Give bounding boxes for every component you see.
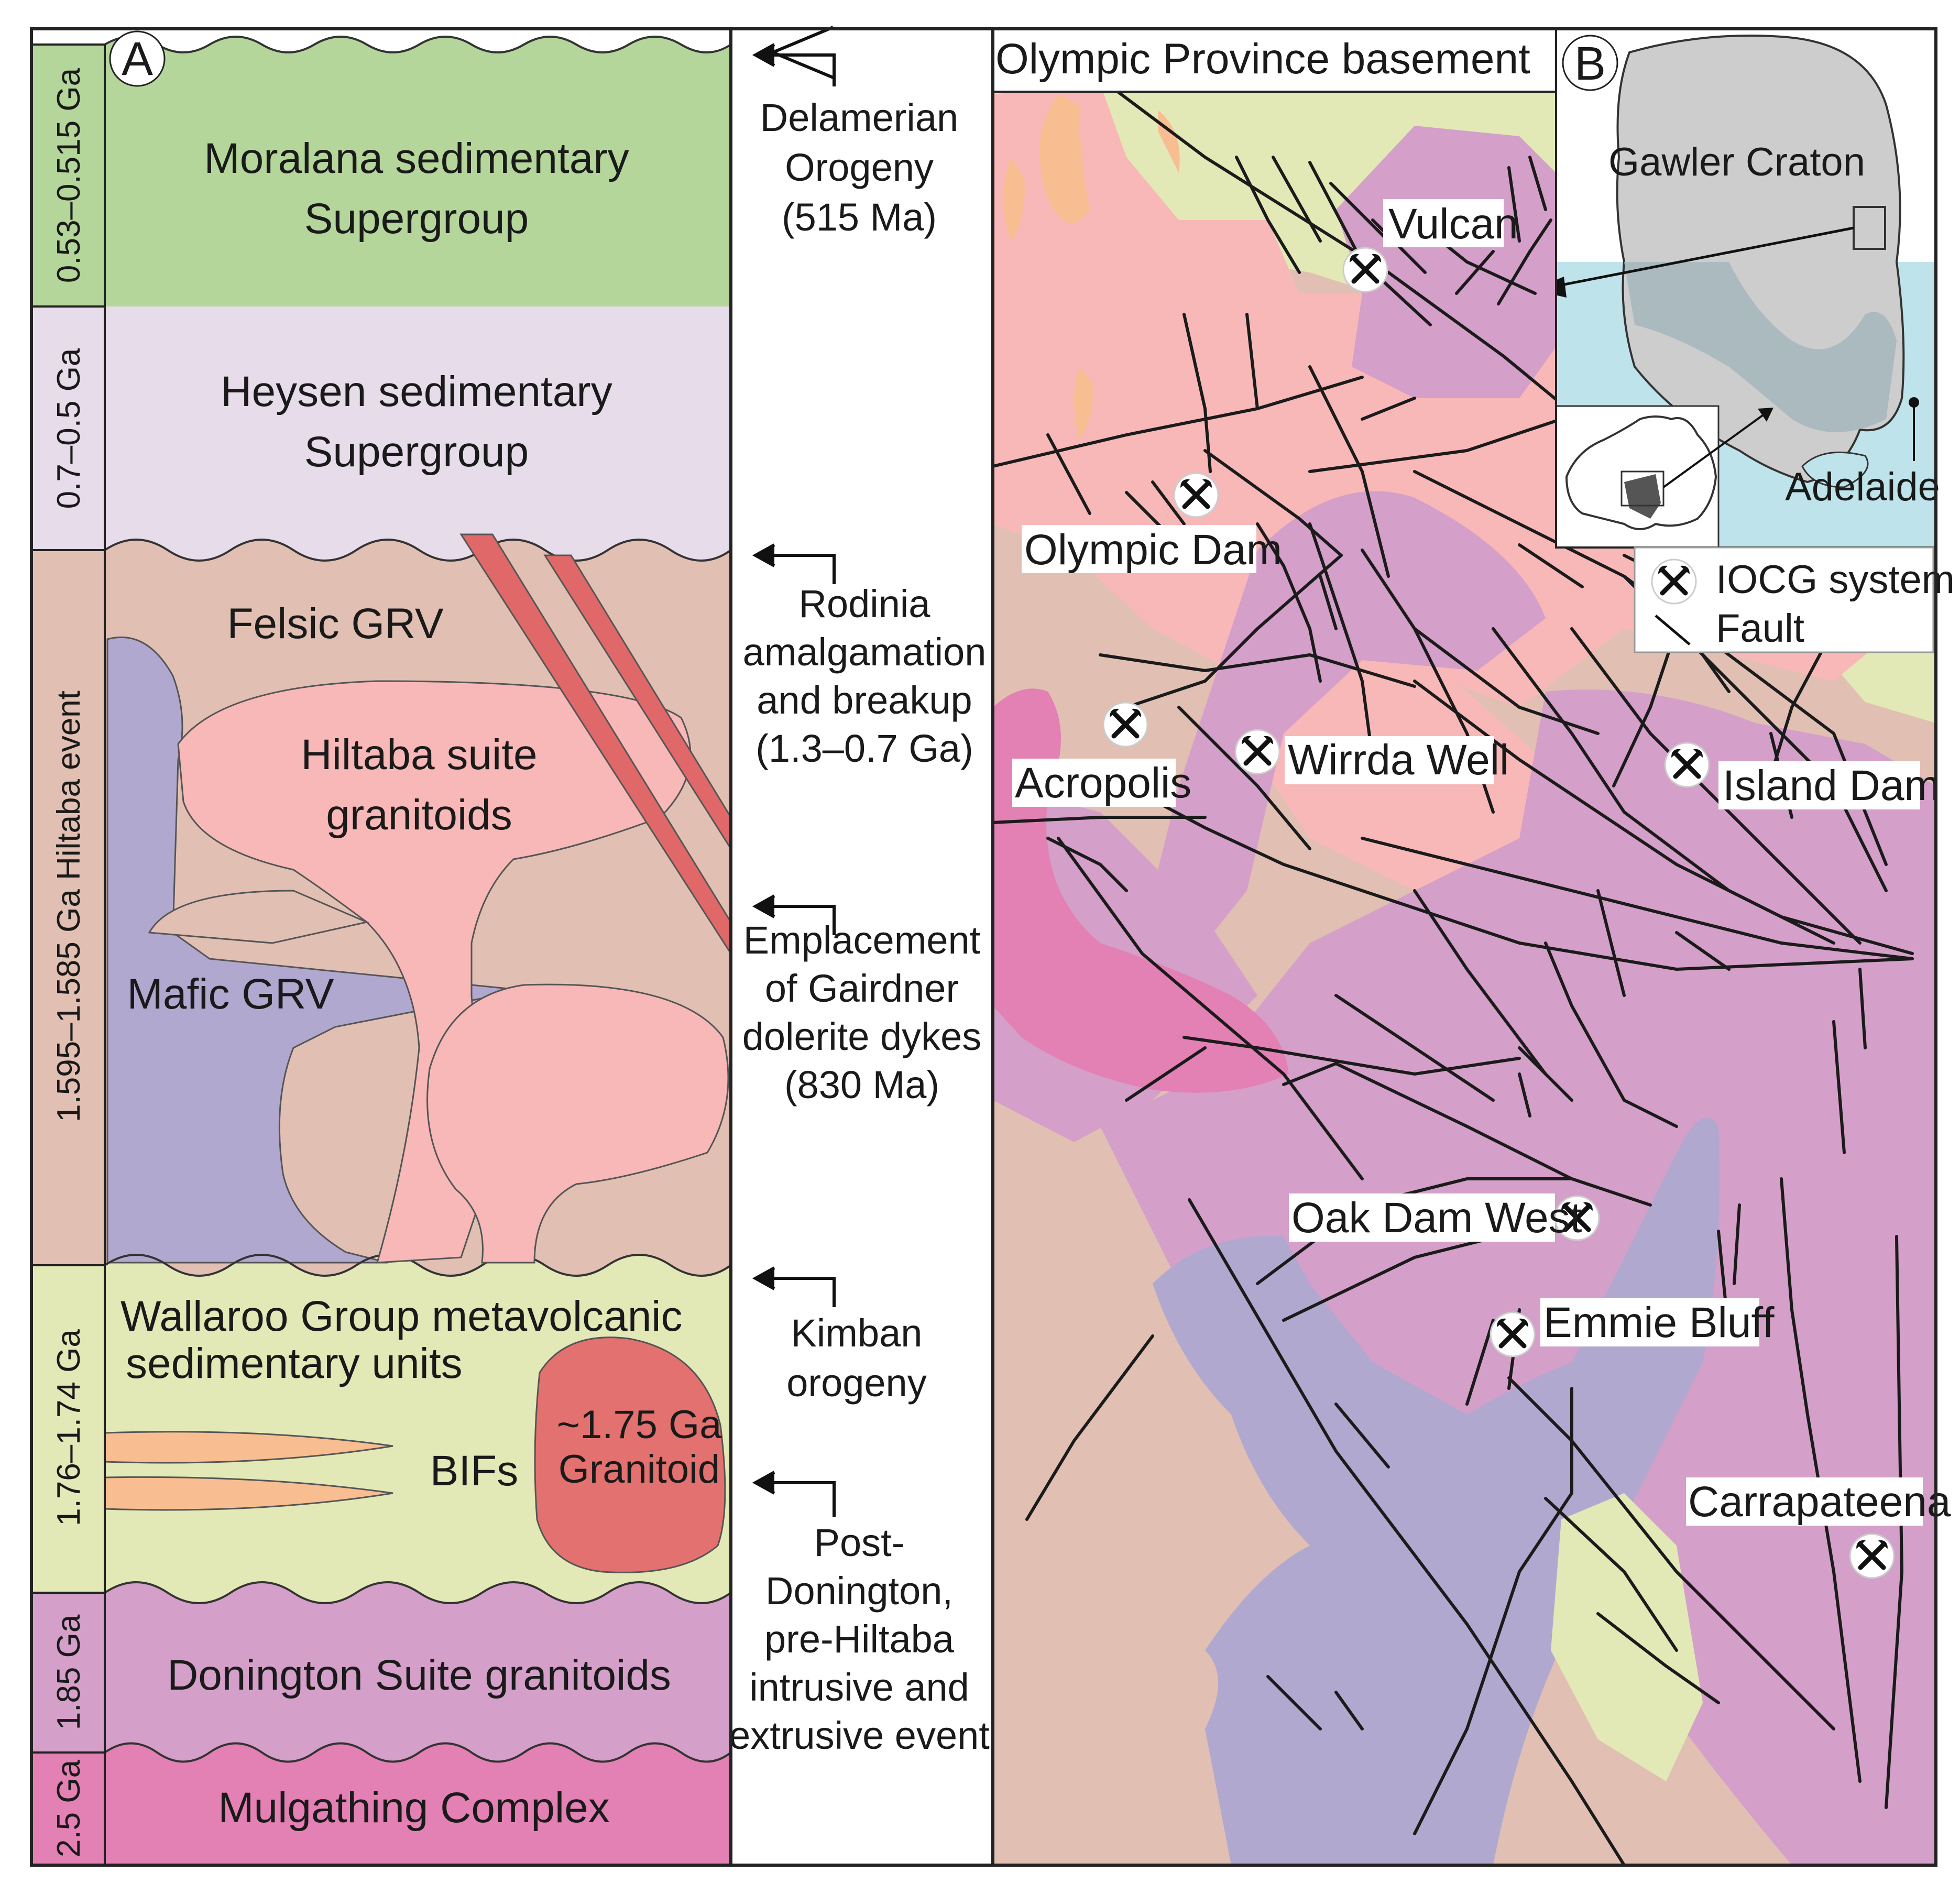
- age-label-heysen: 0.7–0.5 Ga: [51, 348, 87, 509]
- map-title: Olympic Province basement: [995, 35, 1530, 83]
- mulgathing-label: Mulgathing Complex: [218, 1784, 610, 1832]
- moralana-supergroup-unit: [105, 37, 731, 306]
- australia-outline: [1565, 415, 1717, 530]
- deposit-label-emmie-bluff: Emmie Bluff: [1543, 1299, 1775, 1346]
- olympic-dam-pick-icon: [1174, 473, 1218, 517]
- felsic-grv-label: Felsic GRV: [227, 600, 443, 648]
- event-arrow-rodinia: [752, 543, 836, 584]
- deposit-label-olympic-dam: Olympic Dam: [1024, 526, 1282, 574]
- kimban-line2: orogeny: [786, 1361, 926, 1405]
- legend-iocg-label: IOCG system: [1716, 557, 1955, 602]
- deposit-label-acropolis: Acropolis: [1015, 759, 1191, 807]
- rodinia-line4: (1.3–0.7 Ga): [755, 727, 973, 770]
- age-label-wallaroo: 1.76–1.74 Ga: [51, 1329, 87, 1526]
- bif-lens-lower: [104, 1476, 393, 1511]
- moralana-label-line1: Moralana sedimentary: [204, 135, 629, 182]
- age-label-donington: 1.85 Ga: [51, 1614, 87, 1730]
- emmie-bluff-pick-icon: [1491, 1312, 1535, 1356]
- hiltaba-granitoid-upper-body: [177, 680, 692, 1264]
- vulcan-pick-icon: [1343, 248, 1387, 292]
- deposit-label-carrapateena: Carrapateena: [1688, 1478, 1951, 1526]
- post-donington-line5: extrusive event: [729, 1714, 990, 1757]
- deposit-label-oak-dam-west: Oak Dam West: [1291, 1194, 1582, 1242]
- events-column: Delamerian Orogeny (515 Ma) Rodinia amal…: [729, 26, 993, 1865]
- age-label-mulgathing: 2.5 Ga: [51, 1759, 87, 1857]
- acropolis-pick-icon: [1103, 703, 1147, 747]
- legend-iocg-icon: [1652, 560, 1696, 604]
- panel-a-stratigraphic-column: 0.53–0.515 Ga 0.7–0.5 Ga 1.595–1.585 Ga …: [30, 30, 732, 1866]
- hiltaba-lower-lens: [148, 890, 369, 944]
- hiltaba-label-line2: granitoids: [326, 791, 512, 839]
- kimban-line1: Kimban: [791, 1311, 923, 1355]
- hiltaba-granitoid-lower-body: [426, 983, 729, 1264]
- gairdner-line2: of Gairdner: [765, 967, 959, 1010]
- gairdner-line4: (830 Ma): [784, 1063, 939, 1107]
- mafic-grv-body: [106, 636, 524, 1264]
- deposit-label-vulcan: Vulcan: [1388, 200, 1518, 248]
- post-donington-line4: intrusive and: [749, 1666, 969, 1709]
- event-arrow-post-donington: [752, 1471, 836, 1517]
- rodinia-line3: and breakup: [757, 678, 972, 722]
- mulgathing-complex-unit: [105, 1743, 731, 1865]
- wirrda-well-pick-icon: [1235, 730, 1279, 774]
- panel-a-letter-badge: [109, 30, 166, 87]
- event-arrow-delamerian: [752, 43, 836, 86]
- wallaroo-label-line1: Wallaroo Group metavolcanic: [121, 1292, 683, 1340]
- granitoid-175-label-line2: Granitoid: [559, 1447, 720, 1492]
- age-column: 0.53–0.515 Ga 0.7–0.5 Ga 1.595–1.585 Ga …: [30, 43, 106, 1866]
- event-arrow-gairdner: [752, 894, 836, 935]
- wallaroo-label-line2: sedimentary units: [126, 1340, 463, 1387]
- event-arrow-kimban: [752, 1266, 836, 1307]
- bif-lens-upper: [104, 1431, 393, 1464]
- donington-label: Donington Suite granitoids: [167, 1651, 671, 1699]
- gairdner-line3: dolerite dykes: [742, 1015, 982, 1058]
- heysen-label-line2: Supergroup: [304, 428, 529, 476]
- delamerian-line1: Delamerian: [760, 96, 958, 139]
- age-label-moralana: 0.53–0.515 Ga: [51, 68, 87, 283]
- delamerian-line2: Orogeny: [785, 146, 934, 189]
- bifs-label: BIFs: [430, 1447, 519, 1495]
- moralana-label-line2: Supergroup: [304, 195, 529, 243]
- heysen-label-line1: Heysen sedimentary: [221, 368, 612, 415]
- legend-fault-symbol: [1655, 615, 1691, 645]
- panel-b-letter-badge: [1562, 35, 1618, 91]
- donington-suite-unit: [105, 1582, 731, 1762]
- rodinia-line1: Rodinia: [799, 582, 931, 626]
- granitoid-175-label-line1: ~1.75 Ga: [557, 1403, 722, 1447]
- deposit-label-wirrda-well: Wirrda Well: [1288, 736, 1509, 784]
- panel-b-letter: B: [1574, 38, 1606, 90]
- rodinia-line2: amalgamation: [743, 630, 987, 674]
- post-donington-line1: Post-: [814, 1521, 905, 1564]
- post-donington-line3: pre-Hiltaba: [764, 1617, 955, 1661]
- carrapateena-pick-icon: [1850, 1534, 1894, 1578]
- map-legend: IOCG system Fault: [1634, 546, 1955, 653]
- gawler-craton-label: Gawler Craton: [1608, 140, 1865, 184]
- adelaide-label: Adelaide: [1785, 465, 1940, 509]
- mafic-grv-label: Mafic GRV: [127, 970, 334, 1018]
- age-label-hiltaba: 1.595–1.585 Ga Hiltaba event: [51, 691, 87, 1122]
- island-dam-pick-icon: [1665, 743, 1709, 787]
- delamerian-line3: (515 Ma): [782, 195, 937, 239]
- legend-fault-label: Fault: [1716, 606, 1804, 651]
- post-donington-line2: Donington,: [765, 1569, 953, 1613]
- hiltaba-label-line1: Hiltaba suite: [301, 731, 537, 779]
- gairdner-line1: Emplacement: [743, 918, 981, 962]
- panel-a-letter: A: [122, 33, 153, 85]
- heysen-supergroup-unit: [105, 306, 731, 561]
- deposit-label-island-dam: Island Dam: [1723, 762, 1940, 809]
- deposit-labels: Vulcan Olympic Dam Acropolis Wirrda Well…: [1012, 199, 1951, 1526]
- location-inset: B Gawler Craton Adelaide: [1555, 28, 1940, 549]
- granitoid-175-body: [534, 1337, 726, 1573]
